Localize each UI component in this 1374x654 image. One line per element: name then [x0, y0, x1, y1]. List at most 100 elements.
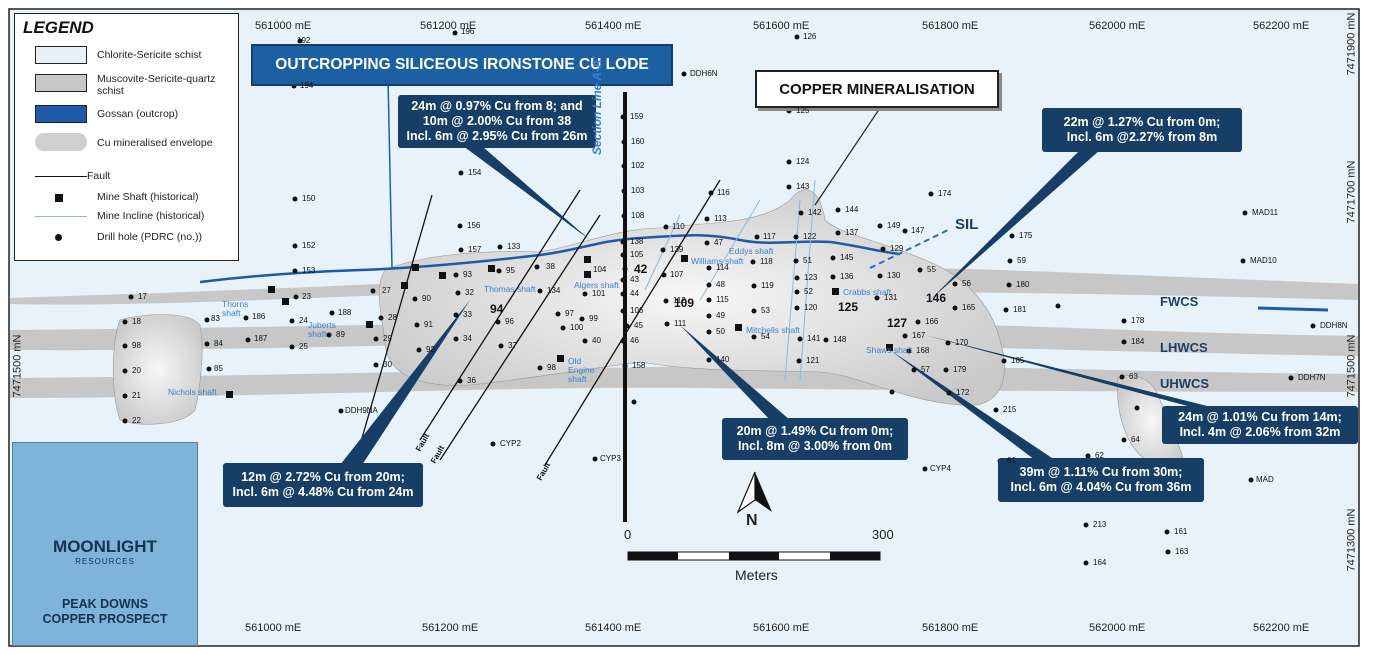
drill-hole-label: 30: [383, 360, 392, 369]
drill-hole-label: 103: [631, 186, 645, 195]
drill-hole-label: 168: [916, 346, 930, 355]
scale-end: 300: [872, 527, 894, 542]
drill-hole-label: 180: [1016, 280, 1030, 289]
drill-hole-label: 92: [426, 345, 435, 354]
project-line: COPPER PROSPECT: [42, 612, 168, 626]
drill-hole-label: 98: [132, 341, 141, 350]
drill-hole-label: 50: [716, 327, 725, 336]
cu-envelope-west: [112, 314, 203, 425]
drill-hole-label: DDH9NA: [345, 406, 378, 415]
drill-hole-label: 97: [565, 309, 574, 318]
drill-hole-label: 63: [1129, 372, 1138, 381]
drill-hole-label: 21: [132, 391, 141, 400]
chlorite-swatch: [35, 46, 87, 64]
shaft-label: Crabbs shaft: [843, 287, 892, 297]
drill-hole-label: 130: [887, 271, 901, 280]
drill-hole-label: 104: [593, 265, 607, 274]
north-label: N: [746, 512, 758, 529]
drill-hole-label: 164: [1093, 558, 1107, 567]
sil-line: [869, 229, 949, 269]
zone-label-uhwcs: UHWCS: [1160, 376, 1210, 391]
drill-hole-label: 184: [1131, 337, 1145, 346]
drill-hole-label: 52: [804, 287, 813, 296]
callout-line: 39m @ 1.11% Cu from 30m;: [1019, 465, 1183, 479]
zone-label-fwcs: FWCS: [1160, 294, 1199, 309]
drill-hole-label: 174: [938, 189, 952, 198]
fault-line: [359, 194, 433, 446]
easting-top: 561600 mE: [753, 20, 810, 32]
drill-hole-label: 17: [138, 292, 147, 301]
drill-hole-label: 172: [956, 388, 970, 397]
drill-hole-label: 48: [716, 280, 725, 289]
company-sub: RESOURCES: [75, 557, 135, 566]
zone-label-sil: SIL: [955, 216, 979, 233]
zone-label-lhwcs: LHWCS: [1160, 340, 1208, 355]
drill-hole-label: 57: [921, 365, 930, 374]
drill-hole-label: 181: [1013, 305, 1027, 314]
easting-bottom: 561800 mE: [922, 622, 979, 634]
northing-right: 7471500 mN: [1345, 334, 1358, 398]
drill-hole-label: 215: [1003, 405, 1017, 414]
shaft-label: Nichols shaft: [168, 387, 217, 397]
drill-hole-label: 144: [845, 205, 859, 214]
drill-hole-label: CYP3: [600, 454, 621, 463]
drill-hole-label: 119: [761, 281, 774, 290]
callout-line: 24m @ 1.01% Cu from 14m;: [1178, 410, 1342, 424]
drill-hole-label: 90: [422, 294, 431, 303]
drill-hole-label: 27: [382, 286, 391, 295]
fault-line: [439, 214, 601, 461]
callout-line: 22m @ 1.27% Cu from 0m;: [1063, 115, 1221, 129]
drill-hole-label: 178: [1131, 316, 1145, 325]
drill-hole-label: 83: [211, 314, 220, 323]
drill-hole-label: 54: [761, 332, 770, 341]
drill-hole-label: 100: [570, 323, 584, 332]
legend-item-label: Gossan (outcrop): [97, 108, 179, 120]
callout-line: Incl. 6m @2.27% from 8m: [1066, 130, 1218, 144]
drill-hole-label: 116: [717, 188, 730, 197]
drill-hole-label: 85: [214, 364, 223, 373]
drill-hole-label: 118: [760, 257, 773, 266]
drill-hole-label: 51: [803, 256, 812, 265]
shaft-label: Thomas shaft: [484, 284, 536, 294]
drill-hole-label: 138: [630, 237, 644, 246]
company-logo-panel: MOONLIGHT RESOURCES PEAK DOWNS COPPER PR…: [12, 442, 198, 646]
callout-line: Incl. 4m @ 2.06% from 32m: [1179, 425, 1341, 439]
drill-hole-label: 136: [840, 272, 854, 281]
easting-top: 561400 mE: [585, 20, 642, 32]
drill-hole-label: 160: [631, 137, 645, 146]
drill-hole-label: 158: [632, 361, 646, 370]
easting-bottom: 561400 mE: [585, 622, 642, 634]
drill-hole-label: 194: [300, 81, 314, 90]
easting-bottom: 561000 mE: [245, 622, 302, 634]
scale-bar: [627, 551, 881, 561]
drill-hole-label: 49: [716, 311, 725, 320]
drill-hole-label: 105: [630, 250, 644, 259]
drill-hole-label: 134: [547, 286, 561, 295]
intercept-callout: 20m @ 1.49% Cu from 0m; Incl. 8m @ 3.00%…: [722, 418, 908, 460]
drill-hole-label: 93: [463, 270, 472, 279]
drill-hole-label: 137: [845, 228, 859, 237]
drill-hole-label: 153: [302, 266, 316, 275]
callout-line: Incl. 6m @ 4.48% Cu from 24m: [232, 485, 414, 499]
drill-hole-label: 165: [962, 303, 976, 312]
drill-hole-label: 56: [962, 279, 971, 288]
drill-hole-label: DDH6N: [690, 69, 718, 78]
intercept-callout: 12m @ 2.72% Cu from 20m; Incl. 6m @ 4.48…: [223, 463, 423, 507]
drill-hole-label: 124: [796, 157, 810, 166]
drill-hole-label: 141: [807, 334, 821, 343]
drill-hole-label: 175: [1019, 231, 1033, 240]
drill-hole-label: 25: [299, 342, 308, 351]
drill-hole-label: 24: [299, 316, 308, 325]
gossan-swatch: [35, 105, 87, 123]
callout-line: 12m @ 2.72% Cu from 20m;: [241, 470, 405, 484]
drill-hole-label: 196: [461, 27, 475, 36]
drill-hole-label: 122: [803, 232, 817, 241]
legend-item-label: Drill hole (PDRC (no.)): [97, 231, 203, 243]
project-line: PEAK DOWNS: [61, 597, 149, 611]
shaft-markers: [226, 255, 893, 398]
drill-hole-label: 161: [1174, 527, 1188, 536]
drill-hole-label: 95: [506, 266, 515, 275]
drill-hole-label: 143: [796, 182, 810, 191]
shaft-icon: [55, 194, 63, 202]
easting-bottom: 562200 mE: [1253, 622, 1310, 634]
